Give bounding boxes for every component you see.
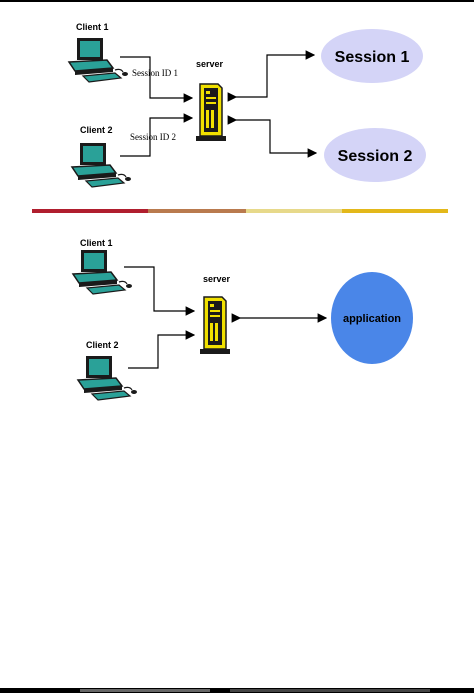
application-label: application xyxy=(343,313,401,325)
client2-to-server-arrow-bottom xyxy=(128,330,196,369)
divider-segment-2 xyxy=(148,209,246,213)
client1-label-bottom: Client 1 xyxy=(80,238,113,248)
server-session1-arrow xyxy=(227,50,316,102)
client1-to-server-arrow xyxy=(120,56,194,103)
server-label: server xyxy=(196,59,224,69)
server-label-bottom: server xyxy=(203,274,231,284)
session1-label: Session 1 xyxy=(335,49,410,66)
bottom-border-segment xyxy=(230,689,430,692)
server-session2-arrow xyxy=(227,115,318,158)
session-id2-label: Session ID 2 xyxy=(130,132,176,142)
divider-segment-1 xyxy=(32,209,148,213)
client2-label: Client 2 xyxy=(80,125,113,135)
client2-computer-icon xyxy=(71,142,132,188)
color-divider xyxy=(32,209,448,213)
client2-computer-icon-bottom xyxy=(77,355,138,401)
client1-to-server-arrow-bottom xyxy=(124,266,196,316)
client1-computer-icon xyxy=(68,37,129,83)
session2-ellipse xyxy=(324,128,426,182)
server-icon xyxy=(195,83,227,142)
session2-label: Session 2 xyxy=(338,148,413,165)
divider-segment-4 xyxy=(342,209,448,213)
application-ellipse xyxy=(331,272,413,364)
server-icon-bottom xyxy=(199,296,231,355)
top-diagram: Client 1 Client 2 Session ID 1 Session I… xyxy=(68,22,426,188)
client2-to-server-arrow xyxy=(120,113,194,157)
client1-computer-icon-bottom xyxy=(72,249,133,295)
page-bottom-border xyxy=(0,688,474,693)
client2-label-bottom: Client 2 xyxy=(86,340,119,350)
page-top-border xyxy=(0,0,474,2)
session-id1-label: Session ID 1 xyxy=(132,68,178,78)
bottom-border-segment xyxy=(80,689,210,692)
session1-ellipse xyxy=(321,29,423,83)
client1-label: Client 1 xyxy=(76,22,109,32)
bottom-diagram: Client 1 Client 2 server application xyxy=(72,238,413,401)
divider-segment-3 xyxy=(246,209,342,213)
